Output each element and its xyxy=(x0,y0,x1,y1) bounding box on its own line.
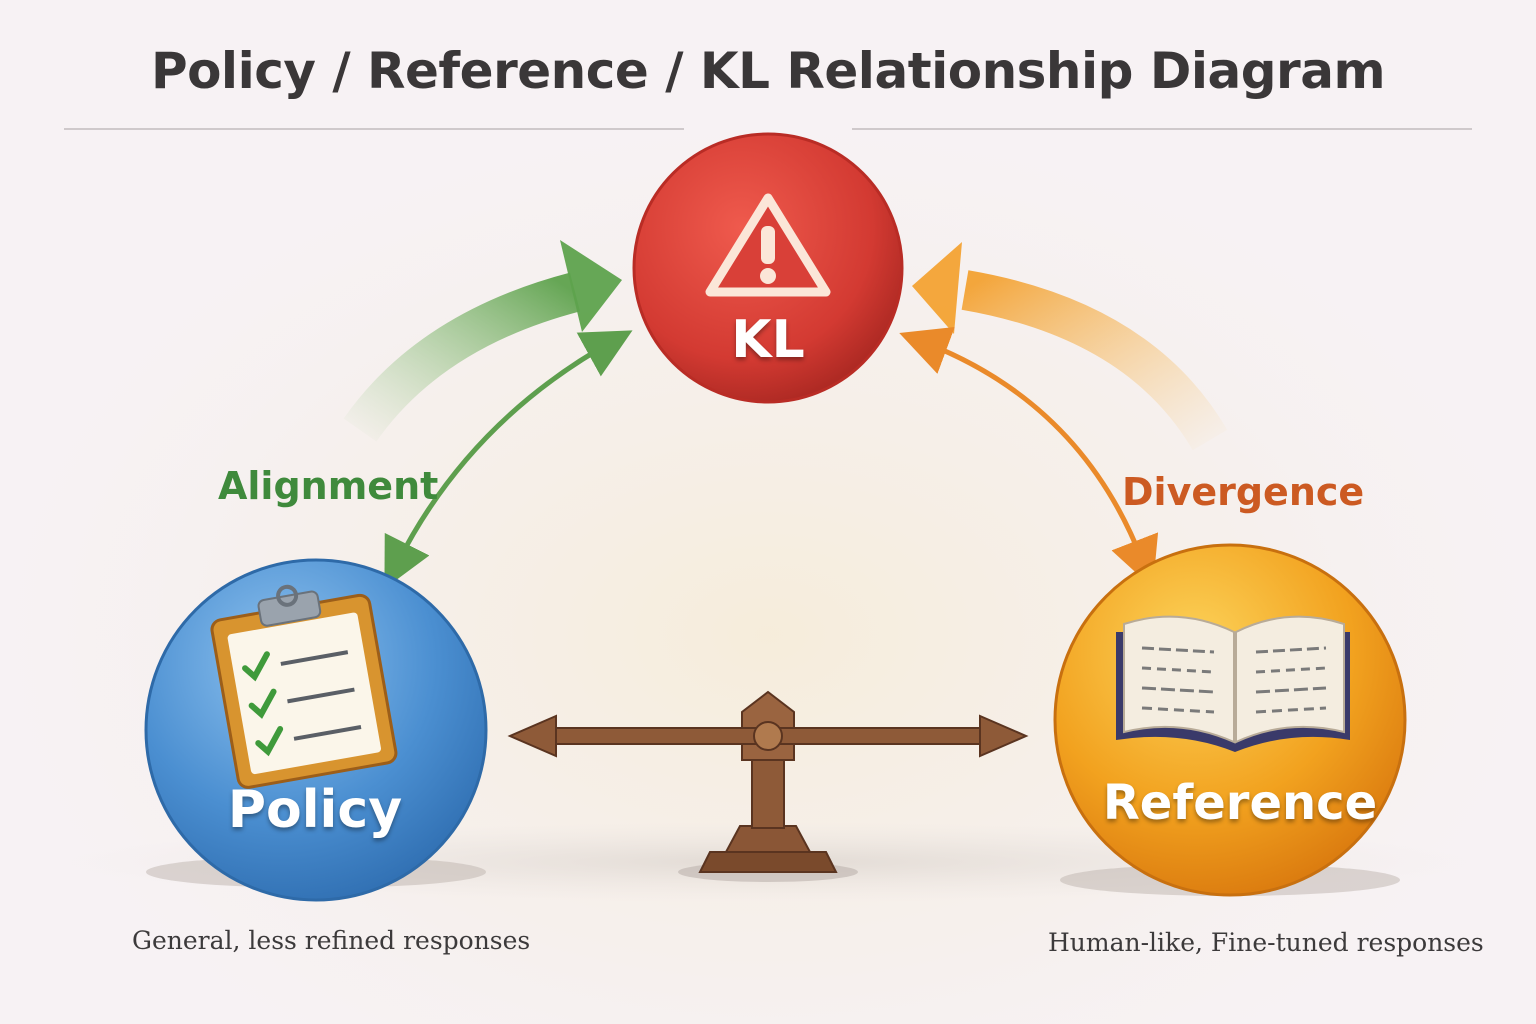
kl-node xyxy=(632,132,904,404)
balance-scale-icon xyxy=(507,690,1029,882)
alignment-double-arrow xyxy=(384,330,633,589)
alignment-label: Alignment xyxy=(218,464,439,508)
divergence-wide-arrow xyxy=(912,242,1228,451)
clipboard-checklist-icon xyxy=(210,584,398,789)
warning-triangle-icon xyxy=(705,193,831,297)
policy-caption: General, less refined responses xyxy=(132,926,531,955)
alignment-wide-arrow xyxy=(343,240,622,442)
reference-node xyxy=(1053,543,1407,897)
kl-label: KL xyxy=(731,310,805,370)
policy-node xyxy=(144,558,488,902)
reference-label: Reference xyxy=(1102,775,1378,831)
divergence-label: Divergence xyxy=(1122,470,1365,514)
reference-caption: Human-like, Fine-tuned responses xyxy=(1048,928,1484,957)
diagram-title: Policy / Reference / KL Relationship Dia… xyxy=(150,42,1386,100)
open-book-icon xyxy=(1116,615,1350,752)
policy-label: Policy xyxy=(227,780,403,840)
divergence-double-arrow xyxy=(899,326,1159,588)
title-rule-left xyxy=(64,128,684,130)
title-rule-right xyxy=(852,128,1472,130)
